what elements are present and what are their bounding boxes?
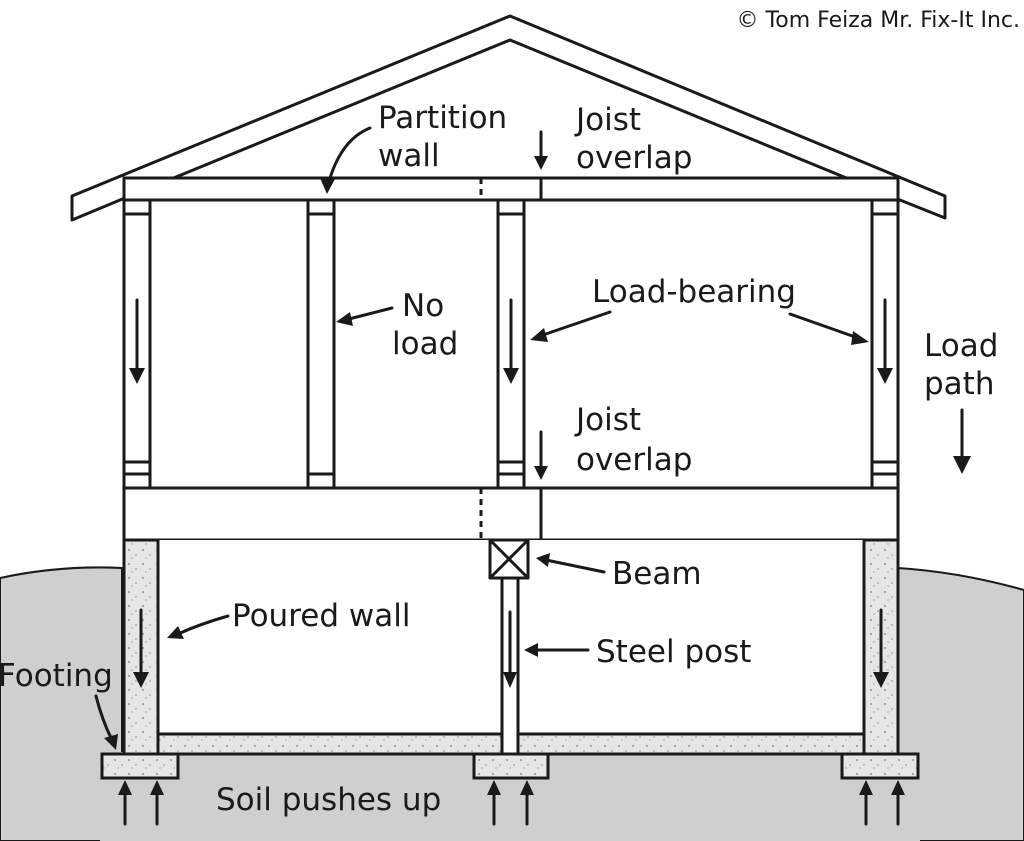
callout-leaders: [94, 126, 869, 750]
copyright-text: © Tom Feiza Mr. Fix-It Inc.: [737, 8, 1020, 33]
joist-overlap-top-label-2: overlap: [576, 140, 692, 176]
partition-wall-label: Partition: [378, 100, 507, 136]
steel-post-label: Steel post: [596, 634, 751, 670]
joist-overlap-mid-label: Joist: [574, 402, 641, 438]
poured-wall-left: [122, 538, 160, 756]
load-bearing-label: Load-bearing: [592, 274, 796, 310]
roof: [70, 14, 947, 222]
footing-left: [100, 752, 180, 780]
load-path-arrow: [953, 408, 971, 474]
joist-overlap-mid-label-2: overlap: [576, 442, 692, 478]
soil-up-arrows: [118, 780, 905, 826]
no-load-label-2: load: [392, 326, 458, 362]
center-bearing-wall: [496, 198, 526, 490]
poured-wall-label: Poured wall: [232, 598, 410, 634]
joist-overlap-top-label: Joist: [574, 102, 641, 138]
footing-right: [840, 752, 920, 780]
load-path-label: Load: [924, 328, 998, 364]
beam-label: Beam: [612, 556, 702, 592]
footing-label: Footing: [0, 658, 113, 694]
no-load-label: No: [402, 288, 444, 324]
floor-joist-band: [122, 486, 900, 542]
load-arrows-down: [129, 298, 893, 688]
partition-wall-label-2: wall: [378, 138, 440, 174]
ground-soil: [0, 566, 123, 841]
partition-wall: [306, 198, 336, 490]
upper-ceiling-joist: [122, 176, 900, 202]
load-path-label-2: path: [924, 366, 994, 402]
ground-soil-right: [897, 566, 1024, 841]
footing-center: [472, 752, 550, 780]
soil-pushes-up-label: Soil pushes up: [216, 782, 441, 818]
